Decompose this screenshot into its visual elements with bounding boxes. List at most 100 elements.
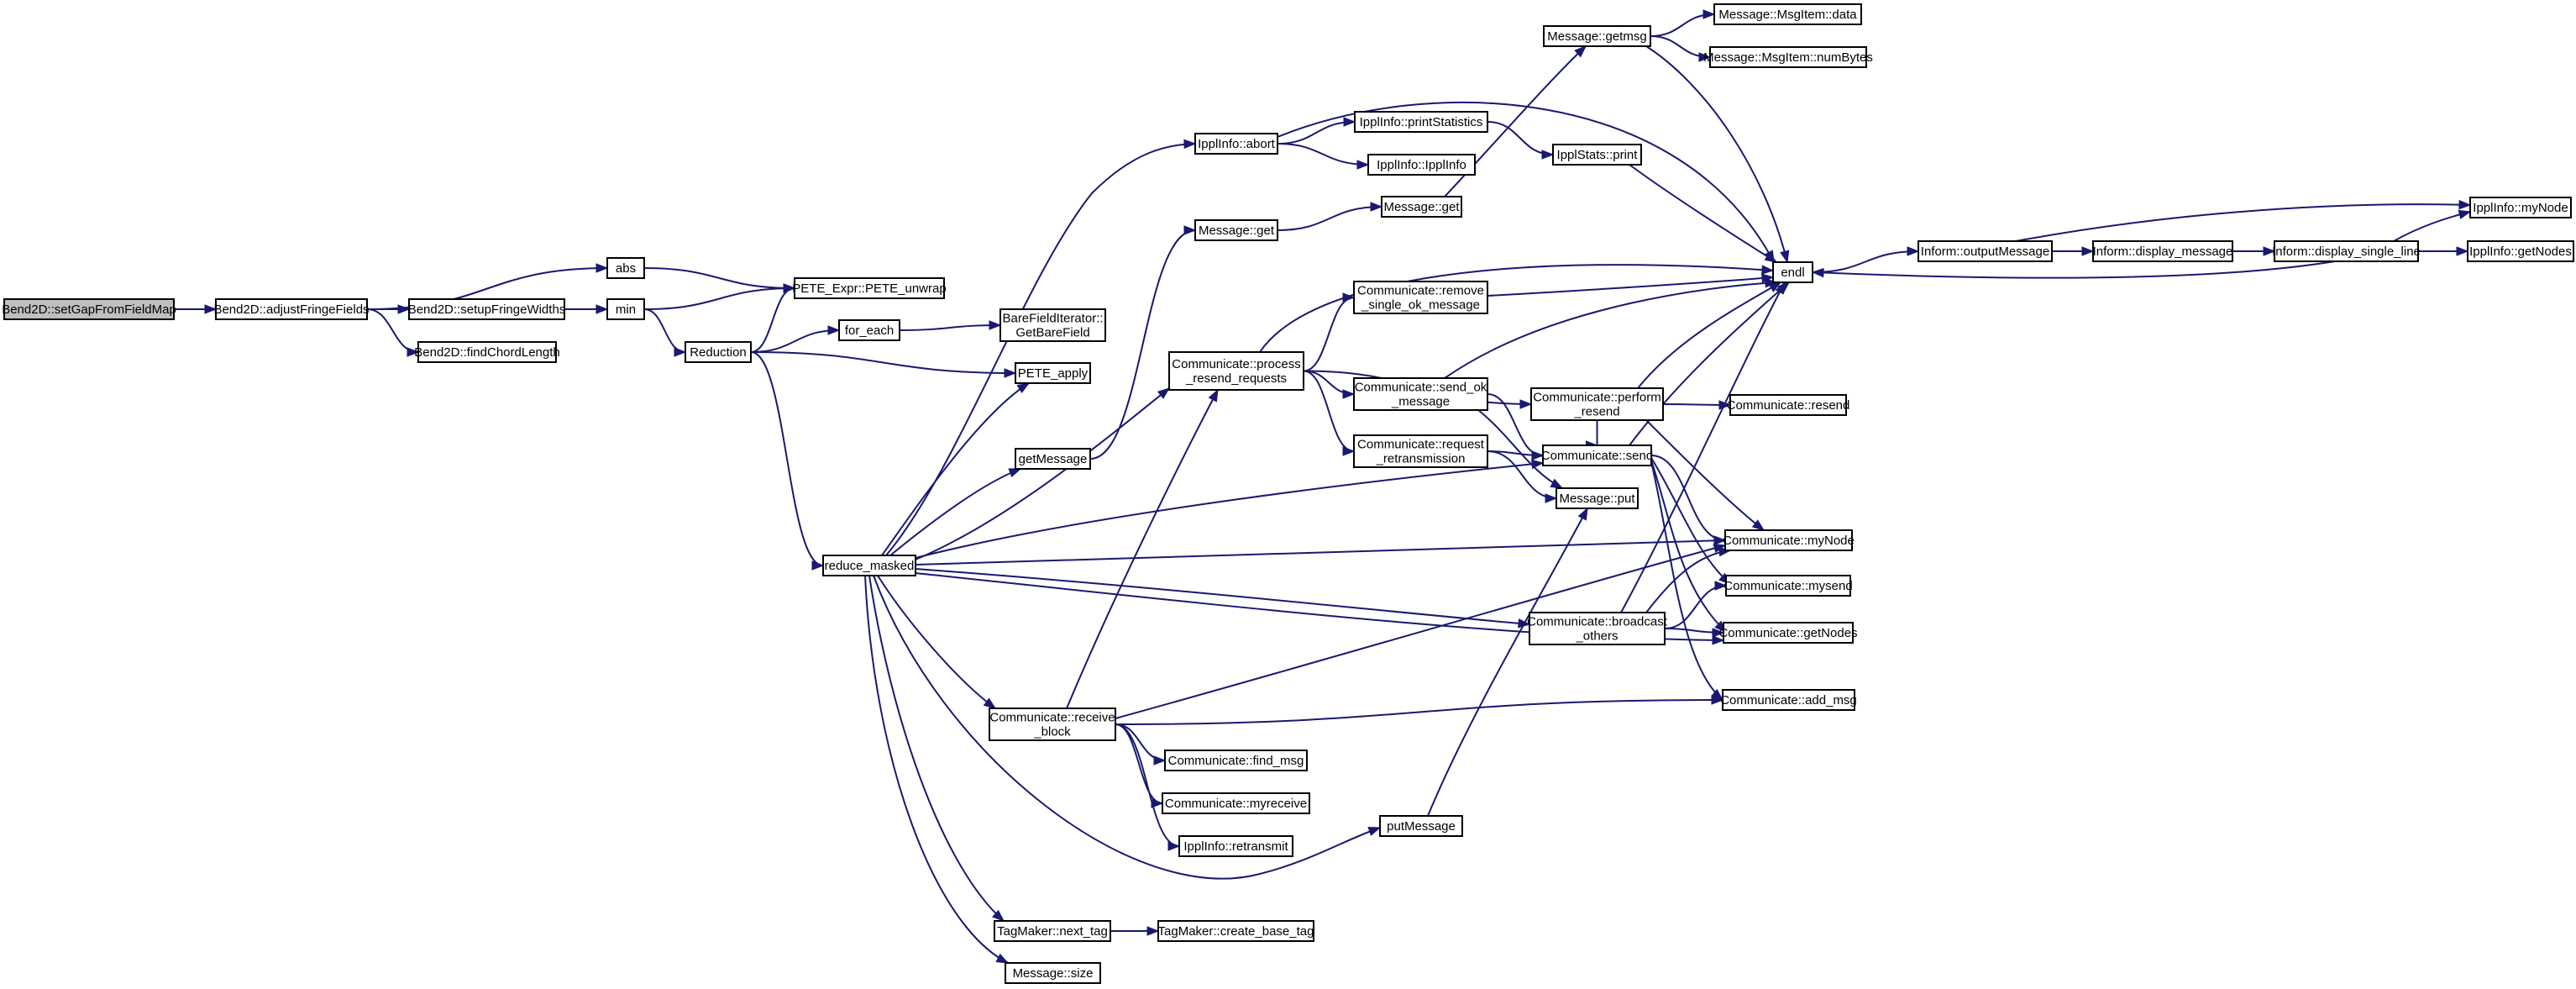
- node-n6[interactable]: min: [606, 298, 645, 320]
- node-box[interactable]: [1772, 261, 1813, 283]
- node-box[interactable]: [1530, 387, 1664, 421]
- node-n18[interactable]: IpplInfo::printStatistics: [1354, 111, 1488, 133]
- node-n0[interactable]: Bend2D::setGapFromFieldMap: [2, 298, 176, 320]
- node-n15[interactable]: Communicate::receive_block: [989, 708, 1116, 741]
- node-box[interactable]: [1381, 196, 1462, 218]
- node-box[interactable]: [1713, 3, 1862, 25]
- node-n2[interactable]: abs: [606, 257, 645, 279]
- node-n46[interactable]: Inform::display_single_line: [2272, 240, 2421, 262]
- node-box[interactable]: [999, 308, 1106, 342]
- node-box[interactable]: [1529, 612, 1666, 645]
- node-box[interactable]: [3, 298, 175, 320]
- node-box[interactable]: [1552, 144, 1642, 166]
- node-n28[interactable]: Communicate::send_ok_message: [1353, 377, 1488, 411]
- node-n34[interactable]: Communicate::myNode: [1723, 529, 1855, 551]
- node-n11[interactable]: reduce_masked: [822, 555, 916, 576]
- node-n1[interactable]: Bend2D::adjustFringeFields: [213, 298, 370, 320]
- node-n26[interactable]: endl: [1772, 261, 1813, 283]
- node-box[interactable]: [1353, 434, 1488, 468]
- node-n31[interactable]: Communicate::send: [1541, 445, 1653, 466]
- node-n12[interactable]: IpplInfo::abort: [1194, 133, 1278, 155]
- node-n8[interactable]: for_each: [838, 319, 900, 341]
- node-box[interactable]: [1543, 25, 1651, 47]
- node-n4[interactable]: Bend2D::findChordLength: [414, 341, 560, 363]
- node-n3[interactable]: Bend2D::setupFringeWidths: [408, 298, 566, 320]
- node-n19[interactable]: IpplInfo::IpplInfo: [1367, 154, 1476, 176]
- node-box[interactable]: [1379, 815, 1463, 837]
- node-box[interactable]: [685, 341, 752, 363]
- node-n44[interactable]: Inform::outputMessage: [1918, 240, 2053, 262]
- node-n10[interactable]: PETE_apply: [1015, 362, 1091, 384]
- node-n47[interactable]: IpplInfo::myNode: [2469, 197, 2572, 218]
- edge-n31-to-n34: [1650, 455, 1727, 545]
- node-box[interactable]: [1194, 133, 1278, 155]
- node-box[interactable]: [2467, 240, 2574, 262]
- node-box[interactable]: [2092, 240, 2233, 262]
- node-box[interactable]: [989, 708, 1116, 741]
- node-box[interactable]: [215, 298, 368, 320]
- node-box[interactable]: [1918, 240, 2053, 262]
- node-n7[interactable]: Reduction: [685, 341, 752, 363]
- node-n23[interactable]: Message::MsgItem::data: [1713, 3, 1862, 25]
- node-n22[interactable]: Message::getmsg: [1543, 25, 1651, 47]
- node-n20[interactable]: Message::get: [1194, 219, 1278, 241]
- node-n41[interactable]: IpplInfo::retransmit: [1178, 835, 1293, 857]
- node-n39[interactable]: Communicate::find_msg: [1164, 750, 1308, 771]
- node-box[interactable]: [417, 341, 557, 363]
- node-box[interactable]: [1729, 394, 1847, 416]
- node-box[interactable]: [1542, 445, 1652, 466]
- node-box[interactable]: [1168, 351, 1304, 391]
- node-box[interactable]: [1005, 962, 1101, 984]
- node-n25[interactable]: IpplStats::print: [1552, 144, 1642, 166]
- node-n29[interactable]: Communicate::request_retransmission: [1353, 434, 1488, 468]
- node-box[interactable]: [822, 555, 916, 576]
- node-n14[interactable]: Communicate::process_resend_requests: [1168, 351, 1304, 391]
- node-box[interactable]: [794, 277, 945, 299]
- node-box[interactable]: [606, 298, 645, 320]
- node-n9[interactable]: BareFieldIterator::GetBareField: [999, 308, 1106, 342]
- node-box[interactable]: [994, 920, 1111, 942]
- node-box[interactable]: [1353, 281, 1488, 314]
- node-n27[interactable]: Communicate::remove_single_ok_message: [1353, 281, 1488, 314]
- node-n24[interactable]: Message::MsgItem::numBytes: [1703, 46, 1873, 68]
- node-box[interactable]: [2274, 240, 2419, 262]
- node-n21[interactable]: Message::get: [1381, 196, 1462, 218]
- node-n37[interactable]: Communicate::broadcast_others: [1527, 612, 1668, 645]
- node-n35[interactable]: Communicate::mysend: [1723, 575, 1853, 597]
- node-box[interactable]: [1724, 529, 1853, 551]
- node-box[interactable]: [1722, 689, 1855, 711]
- node-box[interactable]: [1194, 219, 1278, 241]
- node-box[interactable]: [1157, 920, 1314, 942]
- node-n5[interactable]: PETE_Expr::PETE_unwrap: [792, 277, 947, 299]
- node-n48[interactable]: IpplInfo::getNodes: [2467, 240, 2574, 262]
- node-box[interactable]: [1367, 154, 1476, 176]
- node-box[interactable]: [1353, 377, 1488, 411]
- node-box[interactable]: [1178, 835, 1293, 857]
- node-n32[interactable]: Message::put: [1556, 487, 1639, 509]
- node-n38[interactable]: Communicate::add_msg: [1720, 689, 1857, 711]
- node-box[interactable]: [606, 257, 645, 279]
- node-n30[interactable]: Communicate::perform_resend: [1530, 387, 1664, 421]
- node-n45[interactable]: Inform::display_message: [2092, 240, 2233, 262]
- node-n40[interactable]: Communicate::myreceive: [1162, 792, 1310, 814]
- node-box[interactable]: [1015, 448, 1091, 470]
- node-box[interactable]: [1725, 575, 1851, 597]
- node-box[interactable]: [408, 298, 565, 320]
- node-box[interactable]: [1709, 46, 1867, 68]
- node-n17[interactable]: Message::size: [1005, 962, 1101, 984]
- node-n43[interactable]: TagMaker::create_base_tag: [1157, 920, 1314, 942]
- node-box[interactable]: [1556, 487, 1639, 509]
- node-box[interactable]: [1354, 111, 1488, 133]
- node-n36[interactable]: Communicate::getNodes: [1718, 622, 1858, 644]
- node-label: Communicate::request: [1357, 438, 1485, 452]
- node-n33[interactable]: Communicate::resend: [1727, 394, 1850, 416]
- node-box[interactable]: [838, 319, 900, 341]
- node-n42[interactable]: putMessage: [1379, 815, 1463, 837]
- node-n16[interactable]: TagMaker::next_tag: [994, 920, 1111, 942]
- node-box[interactable]: [1723, 622, 1854, 644]
- node-box[interactable]: [1015, 362, 1091, 384]
- node-box[interactable]: [2469, 197, 2572, 218]
- node-n13[interactable]: getMessage: [1015, 448, 1091, 470]
- node-box[interactable]: [1164, 750, 1308, 771]
- node-box[interactable]: [1162, 792, 1310, 814]
